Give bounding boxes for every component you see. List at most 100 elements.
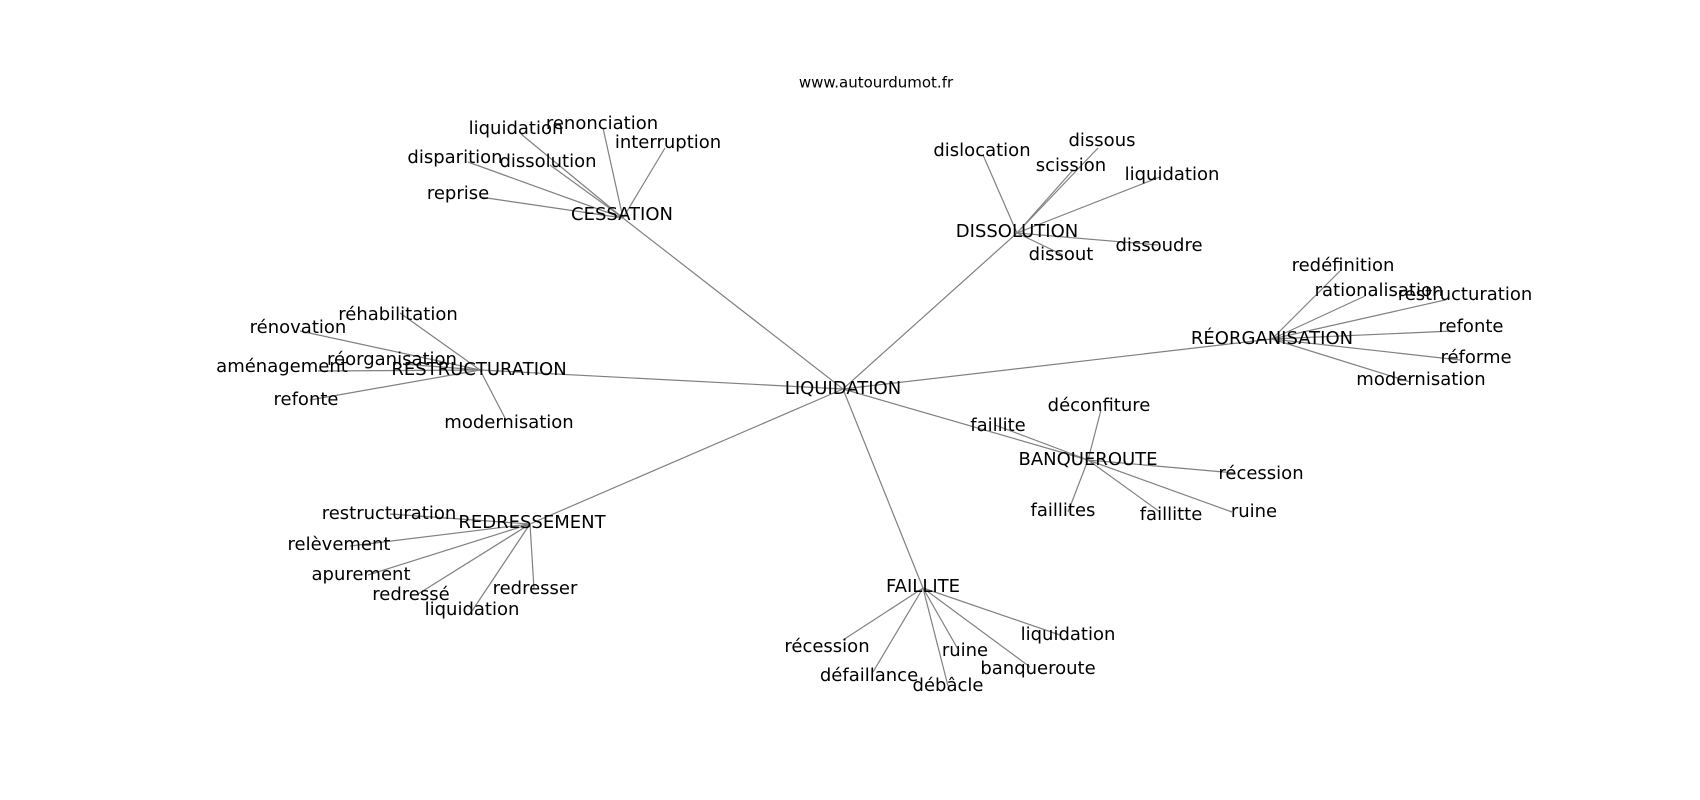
root-node-label: LIQUIDATION [785,378,901,399]
edge-reorganisation-restructuration [1271,299,1446,340]
leaf-label-faillite-banqueroute: banqueroute [980,658,1095,679]
leaf-label-cessation-liquidation: liquidation [469,118,564,139]
leaf-label-dissolution-dissous: dissous [1069,130,1136,151]
edge-cessation-interruption [622,147,666,219]
edge-root-cessation [622,217,844,390]
leaf-label-restructuration-reorganisation: réorganisation [327,349,457,370]
leaf-label-reorganisation-restructuration: restructuration [1398,284,1533,305]
leaf-label-dissolution-dissoudre: dissoudre [1115,235,1202,256]
leaf-label-redressement-restructuration: restructuration [322,503,457,524]
cluster-label-redressement: REDRESSEMENT [458,512,606,533]
leaf-label-cessation-renonciation: renonciation [546,113,658,134]
leaf-label-banqueroute-recession: récession [1218,463,1303,484]
cluster-label-reorganisation: RÉORGANISATION [1191,327,1353,349]
edge-reorganisation-modernisation [1271,338,1411,383]
leaf-label-cessation-interruption: interruption [615,132,721,153]
leaf-label-banqueroute-deconfiture: déconfiture [1048,395,1151,416]
leaf-label-redressement-redresse: redressé [372,584,449,605]
edge-cessation-reprise [479,196,624,219]
edge-root-restructuration [479,369,844,390]
edge-reorganisation-redefinition [1271,270,1341,340]
cluster-label-faillite: FAILLITE [886,576,960,597]
edge-cessation-liquidation [520,133,624,219]
leaf-label-restructuration-amenagement: aménagement [216,356,348,377]
leaf-label-restructuration-refonte: refonte [274,389,339,410]
edge-redressement-redresse [417,523,531,595]
edge-faillite-ruine [922,587,960,652]
leaf-label-reorganisation-rationalisation: rationalisation [1315,280,1444,301]
leaf-label-redressement-redresser: redresser [493,578,578,599]
edge-banqueroute-deconfiture [1087,409,1102,461]
leaf-label-dissolution-scission: scission [1036,155,1106,176]
edge-faillite-defaillance [872,587,924,673]
leaf-label-cessation-disparition: disparition [407,147,502,168]
edge-redressement-restructuration [389,513,531,525]
leaf-label-faillite-recession: récession [784,636,869,657]
edge-root-redressement [529,388,844,525]
graph-edges [299,127,1461,687]
edge-restructuration-amenagement [317,369,481,372]
edge-restructuration-reorganisation [402,363,481,371]
leaf-label-banqueroute-ruine: ruine [1231,501,1277,522]
edge-banqueroute-ruine [1087,459,1233,513]
edge-root-banqueroute [842,388,1089,461]
leaf-label-banqueroute-faillite: faillite [970,415,1026,436]
edge-faillite-liquidation [922,587,1061,636]
edge-restructuration-refonte [309,369,481,401]
edge-cessation-dissolution [549,164,624,219]
cluster-label-restructuration: RESTRUCTURATION [391,359,566,380]
leaf-label-redressement-apurement: apurement [311,564,410,585]
edge-root-faillite [842,388,924,589]
edge-restructuration-renovation [299,330,481,371]
cluster-label-cessation: CESSATION [571,204,673,225]
leaf-label-faillite-defaillance: défaillance [820,665,918,686]
edge-root-reorganisation [842,338,1273,390]
leaf-label-dissolution-dislocation: dislocation [933,140,1030,161]
edge-faillite-banqueroute [922,587,1031,668]
leaf-label-restructuration-renovation: rénovation [250,317,347,338]
cluster-label-dissolution: DISSOLUTION [956,221,1078,242]
leaf-label-redressement-relevement: relèvement [288,534,391,555]
leaf-label-restructuration-rehabilitation: réhabilitation [338,304,458,325]
edge-restructuration-modernisation [479,369,507,421]
leaf-label-reorganisation-modernisation: modernisation [1356,369,1485,390]
edge-faillite-debacle [922,587,949,687]
leaf-label-faillite-debacle: débâcle [913,675,984,696]
site-watermark: www.autourdumot.fr [799,74,954,92]
leaf-label-faillite-liquidation: liquidation [1021,624,1116,645]
edge-reorganisation-reforme [1271,338,1461,361]
leaf-label-cessation-dissolution: dissolution [499,151,596,172]
leaf-label-redressement-liquidation: liquidation [425,599,520,620]
edge-redressement-apurement [367,523,531,576]
edge-banqueroute-faillite [994,424,1089,461]
leaf-label-reorganisation-refonte: refonte [1439,316,1504,337]
leaf-label-restructuration-modernisation: modernisation [444,412,573,433]
leaf-label-dissolution-liquidation: liquidation [1125,164,1220,185]
leaf-label-faillite-ruine: ruine [942,640,988,661]
edge-dissolution-scission [1016,169,1074,234]
edge-redressement-redresser [529,523,535,590]
leaf-label-cessation-reprise: reprise [427,183,489,204]
edge-dissolution-dissoudre [1016,232,1159,246]
edge-banqueroute-recession [1087,459,1236,474]
edge-dissolution-liquidation [1016,176,1161,234]
edge-cessation-renonciation [602,127,624,219]
edge-redressement-liquidation [471,523,531,612]
edge-reorganisation-refonte [1271,330,1454,340]
edge-dissolution-dissous [1016,147,1099,234]
edge-restructuration-rehabilitation [399,312,481,371]
leaf-label-banqueroute-faillitte: faillitte [1140,504,1203,525]
edge-dissolution-dislocation [982,154,1018,234]
edge-cessation-disparition [467,161,624,219]
cluster-label-banqueroute: BANQUEROUTE [1018,449,1157,470]
edge-banqueroute-faillitte [1087,459,1161,513]
edge-faillite-recession [842,587,924,641]
leaf-label-reorganisation-reforme: réforme [1440,347,1511,368]
edge-redressement-relevement [349,523,531,547]
edge-reorganisation-rationalisation [1271,295,1366,340]
leaf-label-reorganisation-redefinition: redéfinition [1292,255,1395,276]
leaf-label-dissolution-dissout: dissout [1029,244,1094,265]
edge-banqueroute-faillites [1067,459,1089,513]
leaf-label-banqueroute-faillites: faillites [1031,500,1096,521]
